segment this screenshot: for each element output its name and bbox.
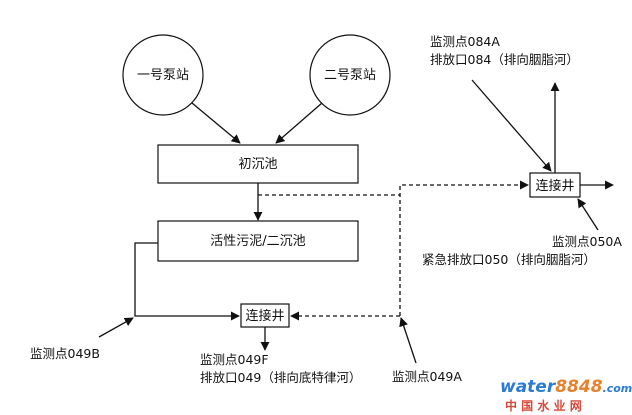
label-mp-084a: 监测点084A [430,34,500,49]
label-mp-049a: 监测点049A [392,369,462,384]
junction-well-right: 连接井 [529,172,581,198]
label-outfall-049: 排放口049（排向底特律河） [200,370,361,385]
edge-pump1-to-primary [191,102,241,144]
edge-overflow-to-right-junction [258,180,529,196]
watermark-logo: water8848.com 中 国 水 业 网 [500,377,632,413]
pointer-mp-049b [98,317,134,338]
pump-station-2: 二号泵站 [309,34,391,116]
watermark-brand-cn: 中 国 水 业 网 [505,398,582,413]
pointer-mp-050a [577,198,599,231]
primary-clarifier-label: 初沉池 [238,157,277,172]
edge-pump2-to-primary [275,102,323,144]
junction-well-left-label: 连接井 [245,308,284,324]
label-mp-049b: 监测点049B [30,346,100,361]
pump-station-1-label: 一号泵站 [137,68,189,83]
junction-well-left: 连接井 [240,303,290,328]
label-mp-050a: 监测点050A [552,234,622,249]
pointer-mp-084a [471,79,552,172]
edge-secondary-to-left-junction [134,242,240,321]
pump-station-2-label: 二号泵站 [324,68,376,83]
label-mp-049f: 监测点049F [200,352,269,367]
junction-well-right-label: 连接井 [535,178,574,194]
activated-sludge-label: 活性污泥/二沉池 [210,234,305,249]
activated-sludge-clarifier: 活性污泥/二沉池 [157,220,359,262]
label-outfall-084: 排放口084（排向胭脂河） [430,52,579,67]
watermark-brand-text: water8848.com [500,377,632,397]
pump-station-1: 一号泵站 [122,34,204,116]
primary-clarifier: 初沉池 [157,144,359,184]
pointer-mp-049a [399,317,417,364]
label-emergency-outfall-050: 紧急排放口050（排向胭脂河） [422,252,596,267]
